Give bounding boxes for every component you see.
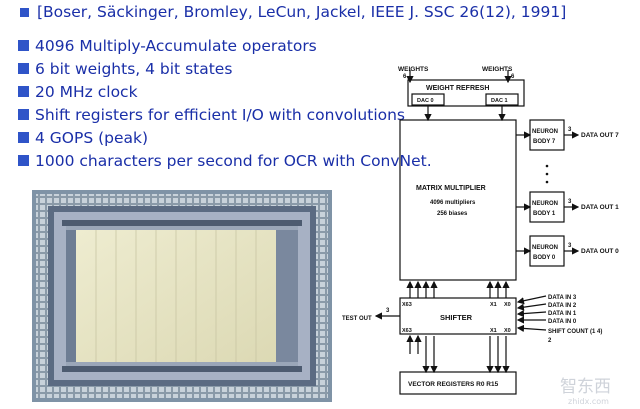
matrix-line1: 4096 multipliers bbox=[430, 200, 476, 206]
dac1-label: DAC 1 bbox=[491, 98, 508, 104]
svg-text:智东西: 智东西 bbox=[560, 377, 611, 397]
weights-right-bits: 6 bbox=[511, 74, 515, 80]
weight-refresh-label: WEIGHT REFRESH bbox=[426, 85, 489, 92]
data-out-1-label: DATA OUT 1 bbox=[581, 204, 619, 211]
x63-bot-label: X63 bbox=[402, 328, 412, 334]
bullet-square-icon bbox=[18, 155, 29, 166]
data-in-2-label: DATA IN 2 bbox=[548, 303, 577, 309]
svg-text:zhidx.com: zhidx.com bbox=[568, 397, 609, 406]
x63-top-label: X63 bbox=[402, 302, 412, 308]
neuron7-label-b: BODY 7 bbox=[533, 139, 556, 145]
block-diagram: WEIGHTS 6 WEIGHTS 6 WEIGHT REFRESH DAC 0… bbox=[340, 62, 640, 409]
data-out-0-label: DATA OUT 0 bbox=[581, 248, 619, 255]
shift-count-bits: 2 bbox=[548, 338, 552, 344]
matrix-line2: 256 biases bbox=[437, 211, 468, 217]
x1-bot-label: X1 bbox=[490, 328, 497, 334]
bullet-square-icon bbox=[18, 86, 29, 97]
test-out-label: TEST OUT bbox=[342, 316, 372, 322]
neuron0-label-b: BODY 0 bbox=[533, 255, 556, 261]
watermark-logo: 智东西 zhidx.com bbox=[558, 372, 638, 408]
x0-bot-label: X0 bbox=[504, 328, 511, 334]
dac0-label: DAC 0 bbox=[417, 98, 434, 104]
data-in-3-label: DATA IN 3 bbox=[548, 295, 577, 301]
out1-bits: 3 bbox=[568, 199, 572, 205]
list-item: 4096 Multiply-Accumulate operators bbox=[18, 34, 432, 57]
shift-count-label: SHIFT COUNT (1 4) bbox=[548, 329, 602, 335]
data-in-1-label: DATA IN 1 bbox=[548, 311, 577, 317]
neuron1-label-b: BODY 1 bbox=[533, 211, 556, 217]
shifter-label: SHIFTER bbox=[440, 313, 473, 322]
bullet-square-icon bbox=[18, 63, 29, 74]
weights-left-bits: 6 bbox=[403, 74, 407, 80]
chip-die-photo bbox=[32, 190, 332, 402]
test-out-bits: 3 bbox=[386, 308, 390, 314]
vector-registers-label: VECTOR REGISTERS R0 R15 bbox=[408, 381, 499, 388]
citation: [Boser, Säckinger, Bromley, LeCun, Jacke… bbox=[18, 3, 566, 21]
out0-bits: 3 bbox=[568, 243, 572, 249]
bullet-square-icon bbox=[18, 109, 29, 120]
bullet-square-icon bbox=[20, 8, 29, 17]
bullet-square-icon bbox=[18, 132, 29, 143]
weights-left-label: WEIGHTS bbox=[398, 66, 429, 73]
neuron7-label-a: NEURON bbox=[532, 129, 558, 135]
x0-top-label: X0 bbox=[504, 302, 511, 308]
x1-top-label: X1 bbox=[490, 302, 497, 308]
data-in-0-label: DATA IN 0 bbox=[548, 319, 577, 325]
out7-bits: 3 bbox=[568, 127, 572, 133]
data-out-7-label: DATA OUT 7 bbox=[581, 132, 619, 139]
neuron0-label-a: NEURON bbox=[532, 245, 558, 251]
citation-text: [Boser, Säckinger, Bromley, LeCun, Jacke… bbox=[37, 3, 566, 21]
matrix-title: MATRIX MULTIPLIER bbox=[416, 185, 486, 192]
neuron1-label-a: NEURON bbox=[532, 201, 558, 207]
weights-right-label: WEIGHTS bbox=[482, 66, 513, 73]
bullet-square-icon bbox=[18, 40, 29, 51]
